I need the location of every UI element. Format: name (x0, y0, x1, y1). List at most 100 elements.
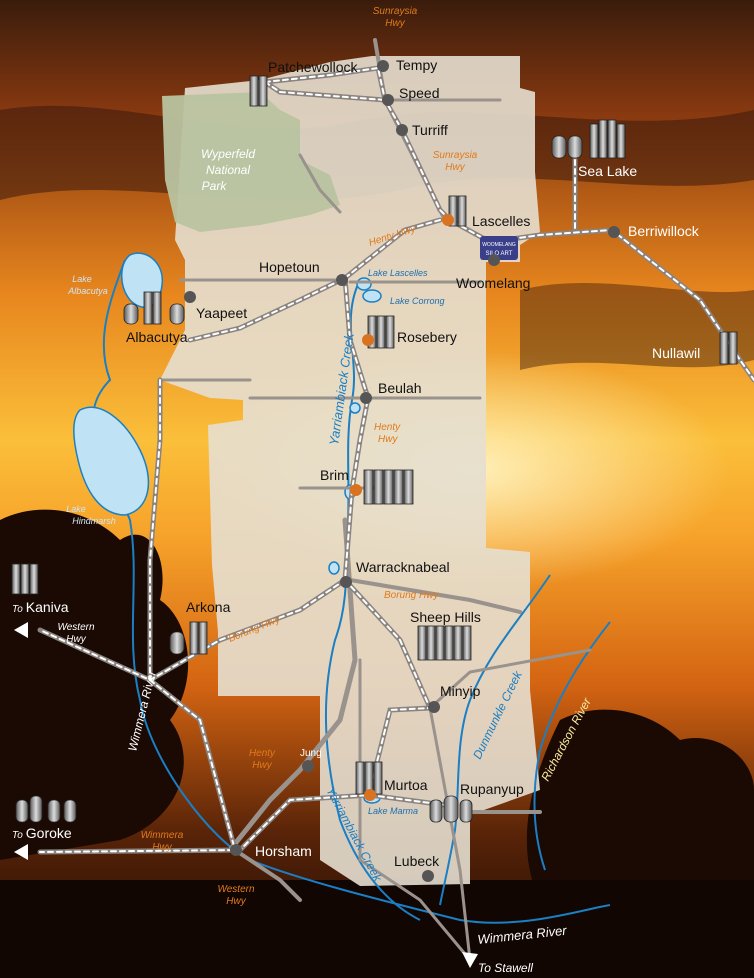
lake-hindmarsh (73, 406, 150, 516)
arrow-to-goroke (14, 844, 28, 860)
town-dot-speed (382, 94, 394, 106)
hwy-henty-mid-1: Henty (374, 422, 401, 433)
silo-icon-lascelles (448, 195, 467, 227)
town-dot-woomelang (488, 254, 500, 266)
hwy-sunraysia-mid-2: Hwy (445, 162, 465, 173)
silo-icon-nullawil (719, 331, 738, 365)
label-minyip[interactable]: Minyip (440, 683, 481, 699)
label-yaapeet[interactable]: Yaapeet (196, 305, 247, 321)
label-arkona[interactable]: Arkona (186, 599, 231, 615)
town-dot-berriwillock (608, 226, 620, 238)
badge-line2: SILO ART (486, 251, 513, 257)
hwy-henty-low-1: Henty (249, 748, 276, 759)
label-rupanyup[interactable]: Rupanyup (460, 781, 524, 797)
hwy-western-low-2: Hwy (226, 896, 246, 907)
hwy-western-low-1: Western (217, 884, 254, 895)
town-dot-murtoa (364, 789, 376, 801)
park-label-line3: Park (202, 179, 228, 193)
label-lubeck[interactable]: Lubeck (394, 853, 440, 869)
label-nullawil[interactable]: Nullawil (652, 345, 700, 361)
town-dot-rosebery (362, 334, 374, 346)
dunmunkle-creek-path (439, 574, 551, 906)
kaniva-name: Kaniva (26, 599, 69, 615)
town-dot-brim (350, 484, 362, 496)
silo-icon-kaniva (11, 563, 39, 595)
label-woomelang[interactable]: Woomelang (456, 275, 530, 291)
label-to-stawell[interactable]: To Stawell (478, 961, 533, 975)
label-murtoa[interactable]: Murtoa (384, 777, 428, 793)
town-markers (184, 60, 620, 882)
water-lake-lascelles: Lake Lascelles (368, 268, 428, 278)
label-horsham[interactable]: Horsham (255, 843, 312, 859)
label-jung[interactable]: Jung (300, 748, 322, 759)
goroke-name: Goroke (26, 825, 72, 841)
town-dot-jung (302, 760, 314, 772)
label-berriwillock[interactable]: Berriwillock (628, 223, 700, 239)
town-dot-horsham (230, 844, 242, 856)
label-sea-lake[interactable]: Sea Lake (578, 163, 637, 179)
town-labels: Patchewollock Tempy Speed Turriff Sea La… (12, 57, 700, 975)
park-label-line1: Wyperfeld (201, 147, 255, 161)
label-sheep-hills[interactable]: Sheep Hills (410, 609, 481, 625)
label-turriff[interactable]: Turriff (412, 122, 448, 138)
town-dot-turriff (396, 124, 408, 136)
silo-icon-albacutya (123, 291, 185, 325)
town-dot-yaapeet (184, 291, 196, 303)
hwy-western-top-2: Hwy (66, 634, 86, 645)
silo-icon-sheep-hills (417, 625, 472, 661)
hwy-borung-east: Borung Hwy (384, 590, 439, 601)
silo-icon-murtoa (355, 761, 383, 795)
wyperfeld-national-park (162, 92, 340, 232)
silo-icon-goroke (15, 795, 77, 823)
hwy-sunraysia-top-1: Sunraysia (373, 6, 418, 17)
town-dot-beulah (360, 392, 372, 404)
label-albacutya[interactable]: Albacutya (126, 329, 188, 345)
label-beulah[interactable]: Beulah (378, 380, 422, 396)
town-dot-warracknabeal (340, 576, 352, 588)
silo-icon-sea-lake (551, 119, 626, 159)
lake-lascelles (356, 277, 372, 291)
shire-region (160, 56, 540, 886)
label-hopetoun[interactable]: Hopetoun (259, 259, 320, 275)
town-dot-lubeck (422, 870, 434, 882)
silo-icon-arkona (169, 621, 208, 655)
hwy-henty-mid-2: Hwy (378, 434, 398, 445)
label-rosebery[interactable]: Rosebery (397, 329, 457, 345)
park-label-line2: National (206, 163, 250, 177)
water-lake-hindmarsh-1: Lake (66, 504, 86, 514)
richardson-river-path (533, 621, 611, 871)
arrow-to-stawell (462, 952, 478, 968)
wimmera-river-path (91, 259, 611, 924)
hwy-henty-low-2: Hwy (252, 760, 272, 771)
label-lascelles[interactable]: Lascelles (472, 213, 530, 229)
arrow-to-kaniva (14, 622, 28, 638)
town-dot-minyip (428, 701, 440, 713)
park-label: Wyperfeld National Park (201, 147, 255, 193)
water-lake-albacutya-2: Albacutya (67, 286, 108, 296)
water-lake-albacutya-1: Lake (72, 274, 92, 284)
woomelang-silo-art-badge[interactable]: WOOMELANG SILO ART (480, 236, 518, 260)
label-speed[interactable]: Speed (399, 85, 439, 101)
lake-corrong (362, 289, 382, 303)
goroke-prefix: To (12, 830, 23, 841)
silo-icon-brim (363, 469, 414, 505)
silo-icon-rosebery (367, 315, 395, 349)
hwy-sunraysia-mid-1: Sunraysia (433, 150, 478, 161)
water-lake-hindmarsh-2: Hindmarsh (72, 516, 116, 526)
label-brim[interactable]: Brim (320, 467, 349, 483)
silo-icons (11, 75, 738, 823)
label-tempy[interactable]: Tempy (396, 57, 437, 73)
lake-beulah (349, 402, 361, 414)
label-patchewollock[interactable]: Patchewollock (268, 59, 358, 75)
hwy-western-top-1: Western (57, 622, 94, 633)
kaniva-prefix: To (12, 604, 23, 615)
hwy-wimmera-2: Hwy (152, 842, 172, 853)
lake-warracknabeal (328, 561, 340, 575)
silo-icon-patchewollock (249, 75, 268, 107)
label-warracknabeal[interactable]: Warracknabeal (356, 559, 450, 575)
hwy-wimmera-1: Wimmera (141, 830, 184, 841)
silo-icon-rupanyup (429, 795, 473, 823)
